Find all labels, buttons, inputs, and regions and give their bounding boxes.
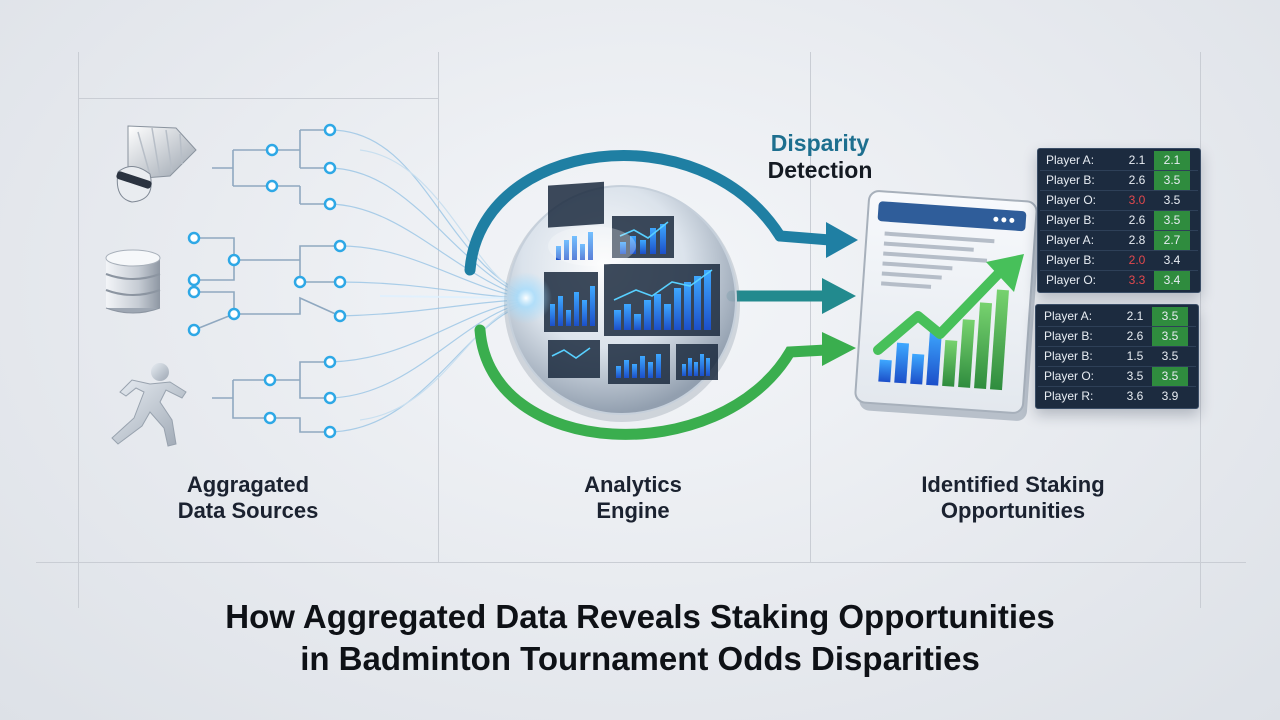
page-title-line2: in Badminton Tournament Odds Disparities [300, 640, 980, 677]
odds-row: Player A: 2.1 2.1 [1040, 151, 1198, 171]
odds-value-2: 3.9 [1161, 389, 1179, 403]
odds-value-1: 3.3 [1128, 273, 1146, 287]
grid-line [78, 52, 79, 608]
arrow-head-bottom [822, 332, 856, 366]
odds-player: Player R: [1044, 389, 1094, 403]
odds-value-2: 3.5 [1152, 327, 1188, 346]
disparity-label: Disparity Detection [740, 130, 900, 184]
odds-value-2: 3.5 [1154, 171, 1190, 190]
odds-value-1: 2.8 [1128, 233, 1146, 247]
grid-line [78, 98, 438, 99]
odds-row: Player O: 3.3 3.4 [1040, 271, 1198, 290]
odds-player: Player O: [1046, 273, 1097, 287]
odds-player: Player A: [1046, 233, 1095, 247]
grid-line [810, 52, 811, 562]
odds-player: Player B: [1046, 253, 1095, 267]
odds-value-1: 3.5 [1126, 369, 1144, 383]
odds-value-1: 3.6 [1126, 389, 1144, 403]
arrow-head-top [826, 222, 858, 258]
opportunities-label-line1: Identified Staking [921, 472, 1105, 497]
odds-value-2: 3.5 [1152, 367, 1188, 386]
odds-value-2: 3.5 [1163, 193, 1181, 207]
report-tablet [854, 190, 1041, 421]
runner-icon [111, 363, 187, 447]
analytics-sphere [500, 181, 740, 422]
odds-row: Player B: 1.5 3.5 [1038, 347, 1196, 367]
odds-player: Player B: [1046, 173, 1095, 187]
sources-label: Aggragated Data Sources [148, 472, 348, 524]
odds-value-2: 3.5 [1154, 211, 1190, 230]
engine-label-line1: Analytics [584, 472, 682, 497]
odds-value-2: 2.7 [1154, 231, 1190, 250]
database-icon [105, 249, 161, 314]
engine-label: Analytics Engine [533, 472, 733, 524]
odds-row: Player O: 3.0 3.5 [1040, 191, 1198, 211]
odds-row: Player A: 2.8 2.7 [1040, 231, 1198, 251]
odds-row: Player A: 2.1 3.5 [1038, 307, 1196, 327]
odds-row: Player R: 3.6 3.9 [1038, 387, 1196, 406]
data-tree [193, 129, 341, 433]
odds-player: Player O: [1046, 193, 1097, 207]
odds-value-1: 2.1 [1128, 153, 1146, 167]
odds-value-1: 2.0 [1128, 253, 1146, 267]
odds-value-2: 3.5 [1161, 349, 1179, 363]
odds-value-1: 1.5 [1126, 349, 1144, 363]
odds-row: Player B: 2.6 3.5 [1040, 171, 1198, 191]
grid-line [438, 52, 439, 562]
arrow-head-mid [822, 278, 856, 314]
odds-player: Player B: [1044, 349, 1093, 363]
odds-value-2: 3.4 [1163, 253, 1181, 267]
engine-label-line2: Engine [596, 498, 670, 523]
odds-value-1: 2.6 [1126, 329, 1144, 343]
grid-line [1200, 52, 1201, 608]
odds-value-2: 2.1 [1154, 151, 1190, 170]
odds-player: Player A: [1044, 309, 1093, 323]
odds-value-2: 3.5 [1152, 307, 1188, 326]
odds-row: Player B: 2.6 3.5 [1040, 211, 1198, 231]
odds-row: Player O: 3.5 3.5 [1038, 367, 1196, 387]
odds-value-1: 2.1 [1126, 309, 1144, 323]
odds-player: Player B: [1046, 213, 1095, 227]
sources-label-line2: Data Sources [177, 498, 319, 523]
opportunities-label: Identified Staking Opportunities [888, 472, 1138, 524]
odds-value-1: 3.0 [1128, 193, 1146, 207]
sources-label-line1: Aggragated [186, 472, 310, 497]
odds-value-2: 3.4 [1154, 271, 1190, 290]
data-streams [329, 129, 521, 433]
disparity-line2: Detection [767, 157, 873, 183]
page-title-line1: How Aggregated Data Reveals Staking Oppo… [225, 598, 1055, 635]
disparity-arrows [464, 150, 836, 440]
tablet-header-bar [877, 201, 1027, 232]
disparity-line1: Disparity [770, 130, 870, 156]
growth-arrow-head [986, 254, 1024, 292]
opportunities-label-line2: Opportunities [940, 498, 1086, 523]
odds-value-1: 2.6 [1128, 173, 1146, 187]
data-nodes [187, 123, 347, 439]
grid-line [36, 562, 1246, 563]
odds-row: Player B: 2.6 3.5 [1038, 327, 1196, 347]
odds-value-1: 2.6 [1128, 213, 1146, 227]
shuttlecock-icon [116, 125, 197, 203]
odds-player: Player B: [1044, 329, 1093, 343]
odds-row: Player B: 2.0 3.4 [1040, 251, 1198, 271]
odds-player: Player A: [1046, 153, 1095, 167]
odds-player: Player O: [1044, 369, 1095, 383]
growth-arrow [873, 267, 1005, 355]
